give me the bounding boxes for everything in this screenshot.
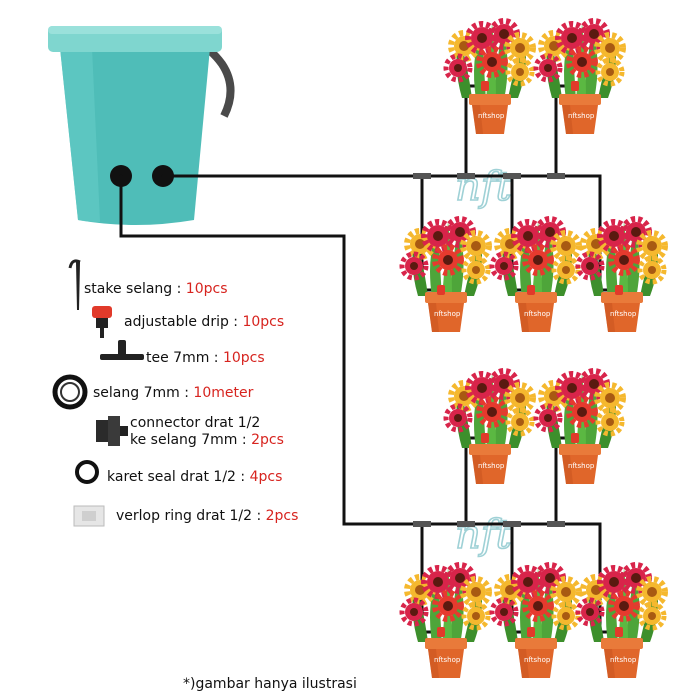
- component-item-stake: stake selang : 10pcs: [84, 281, 228, 297]
- svg-text:nftshop: nftshop: [610, 656, 637, 664]
- illustration-note: *)gambar hanya ilustrasi: [183, 676, 357, 692]
- flower-pot-group-bottom: nftshop nftshop nftshop nftshop nftshop: [402, 371, 665, 678]
- flower-pot: nftshop: [402, 565, 489, 678]
- item-name: selang 7mm: [93, 385, 180, 401]
- flower-pot: nftshop: [578, 219, 665, 332]
- watermark-bottom: nft: [455, 512, 513, 558]
- component-item-verlop: verlop ring drat 1/2 : 2pcs: [116, 508, 299, 524]
- component-item-seal: karet seal drat 1/2 : 4pcs: [107, 469, 283, 485]
- hose-coil-icon: [52, 374, 88, 410]
- flower-pot: nftshop: [578, 565, 665, 678]
- svg-text:nftshop: nftshop: [524, 310, 551, 318]
- item-name: verlop ring drat 1/2: [116, 508, 252, 524]
- item-name: karet seal drat 1/2: [107, 469, 236, 485]
- item-name: tee 7mm: [146, 350, 210, 366]
- watermark-top: nft: [455, 164, 513, 210]
- item-name-line2: ke selang 7mm: [130, 432, 238, 448]
- item-qty: 4pcs: [249, 469, 283, 485]
- tee-joints: [413, 173, 565, 527]
- component-item-tee: tee 7mm : 10pcs: [146, 350, 265, 366]
- item-qty: 10meter: [193, 385, 254, 401]
- svg-text:nftshop: nftshop: [610, 310, 637, 318]
- component-item-hose: selang 7mm : 10meter: [93, 385, 254, 401]
- flower-pot: nftshop: [402, 219, 489, 332]
- component-item-drip: adjustable drip : 10pcs: [124, 314, 285, 330]
- flower-pot: nftshop: [492, 219, 579, 332]
- tee-icon: [100, 340, 144, 360]
- svg-text:nftshop: nftshop: [568, 112, 595, 120]
- item-name: adjustable drip: [124, 314, 229, 330]
- component-item-connector: connector drat 1/2 ke selang 7mm : 2pcs: [130, 415, 284, 448]
- item-name: stake selang: [84, 281, 173, 297]
- item-qty: 10pcs: [222, 350, 265, 366]
- connector-icon: [96, 416, 128, 446]
- svg-text:nftshop: nftshop: [434, 656, 461, 664]
- svg-text:nftshop: nftshop: [478, 112, 505, 120]
- item-name: connector drat 1/2: [130, 415, 261, 431]
- item-qty: 10pcs: [185, 281, 228, 297]
- item-qty: 10pcs: [242, 314, 285, 330]
- flower-pot: nftshop: [536, 371, 623, 484]
- flower-pot: nftshop: [446, 371, 533, 484]
- drip-emitters: [437, 81, 623, 637]
- seal-ring-icon: [75, 460, 99, 484]
- stake-icon: [68, 259, 81, 310]
- flower-pot: nftshop: [492, 565, 579, 678]
- flower-pot: nftshop: [536, 21, 623, 134]
- item-qty: 2pcs: [265, 508, 299, 524]
- svg-text:nftshop: nftshop: [434, 310, 461, 318]
- flower-pot: nftshop: [446, 21, 533, 134]
- bucket: [48, 26, 235, 225]
- svg-text:nftshop: nftshop: [524, 656, 551, 664]
- svg-text:nftshop: nftshop: [478, 462, 505, 470]
- adjustable-drip-icon: [92, 306, 112, 338]
- item-qty: 2pcs: [251, 432, 284, 448]
- svg-text:nftshop: nftshop: [568, 462, 595, 470]
- flower-pot-group-top: nftshop nftshop nftshop nftshop nftshop: [402, 21, 665, 332]
- verlop-ring-icon: [73, 505, 105, 527]
